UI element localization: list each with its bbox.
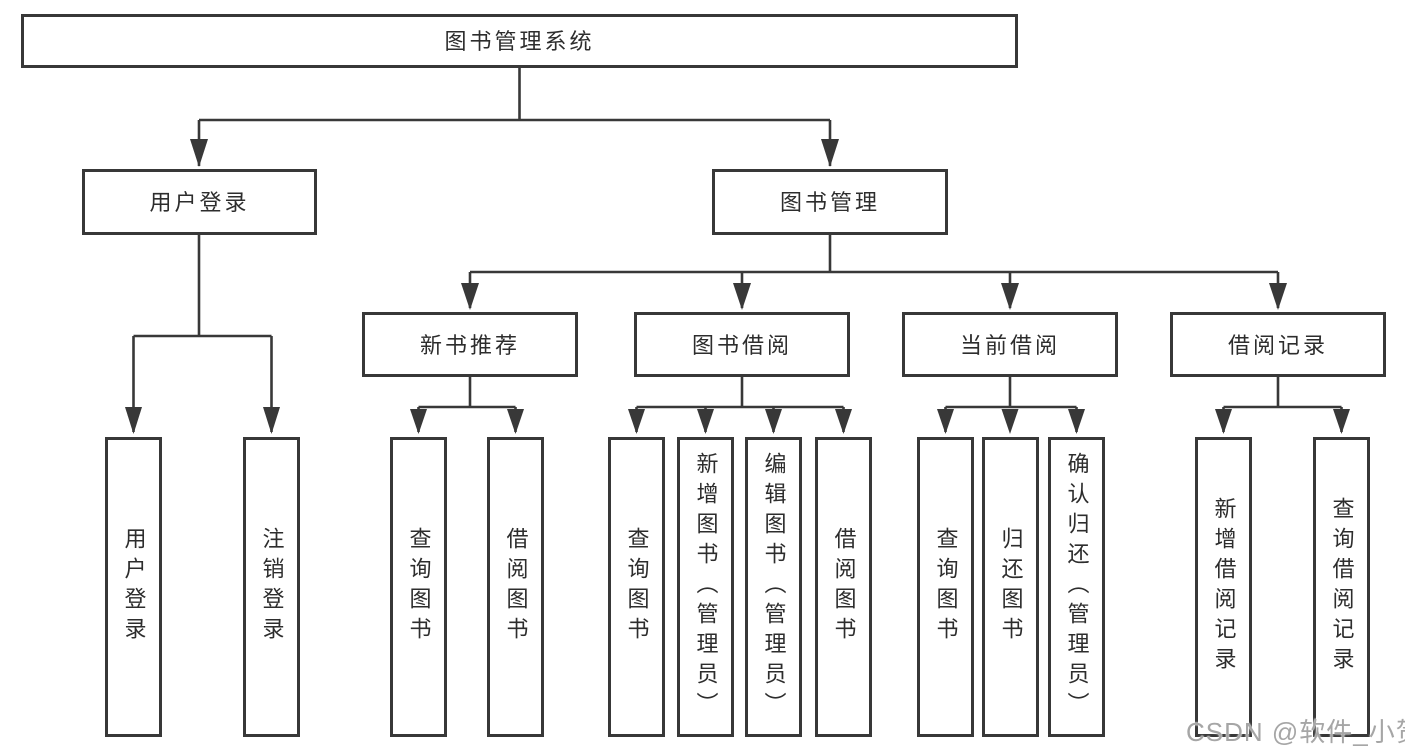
leaf-add-borrow-record: 新增借阅记录 [1195, 437, 1252, 737]
node-label: 新书推荐 [419, 332, 520, 358]
node-label: 查询图书 [624, 527, 650, 647]
leaf-return-books: 归还图书 [982, 437, 1039, 737]
node-label: 注销登录 [259, 527, 285, 647]
leaf-borrow-books: 借阅图书 [815, 437, 872, 737]
node-label: 当前借阅 [959, 332, 1060, 358]
node-label: 图书借阅 [691, 332, 792, 358]
node-label: 编辑图书（管理员） [761, 452, 787, 722]
arrowhead-icons [125, 139, 1350, 434]
leaf-edit-books-admin: 编辑图书（管理员） [745, 437, 802, 737]
node-label: 查询图书 [406, 527, 432, 647]
node-label: 借阅图书 [503, 527, 529, 647]
node-label: 借阅记录 [1227, 332, 1328, 358]
node-label: 归还图书 [998, 527, 1024, 647]
node-new-book-recommend: 新书推荐 [362, 312, 578, 377]
node-library-management-system: 图书管理系统 [21, 14, 1018, 68]
leaf-query-books: 查询图书 [390, 437, 447, 737]
leaf-logout: 注销登录 [243, 437, 300, 737]
node-label: 图书管理系统 [444, 29, 595, 54]
node-label: 用户登录 [121, 527, 147, 647]
node-label: 新增图书（管理员） [693, 452, 719, 722]
node-label: 用户登录 [149, 190, 250, 215]
node-label: 查询图书 [933, 527, 959, 647]
leaf-query-borrow-record: 查询借阅记录 [1313, 437, 1370, 737]
node-label: 查询借阅记录 [1329, 497, 1355, 677]
leaf-borrow-books: 借阅图书 [487, 437, 544, 737]
node-book-management: 图书管理 [712, 169, 948, 235]
node-user-login: 用户登录 [82, 169, 317, 235]
node-borrow-record: 借阅记录 [1170, 312, 1386, 377]
node-label: 新增借阅记录 [1211, 497, 1237, 677]
node-label: 借阅图书 [831, 527, 857, 647]
node-label: 确认归还（管理员） [1064, 452, 1090, 722]
leaf-confirm-return-admin: 确认归还（管理员） [1048, 437, 1105, 737]
leaf-query-books: 查询图书 [917, 437, 974, 737]
node-label: 图书管理 [779, 190, 880, 215]
leaf-query-books: 查询图书 [608, 437, 665, 737]
csdn-watermark: CSDN @软件_小贺同学 [1186, 717, 1405, 747]
leaf-user-login: 用户登录 [105, 437, 162, 737]
leaf-add-books-admin: 新增图书（管理员） [677, 437, 734, 737]
node-book-borrow: 图书借阅 [634, 312, 850, 377]
node-current-borrow: 当前借阅 [902, 312, 1118, 377]
